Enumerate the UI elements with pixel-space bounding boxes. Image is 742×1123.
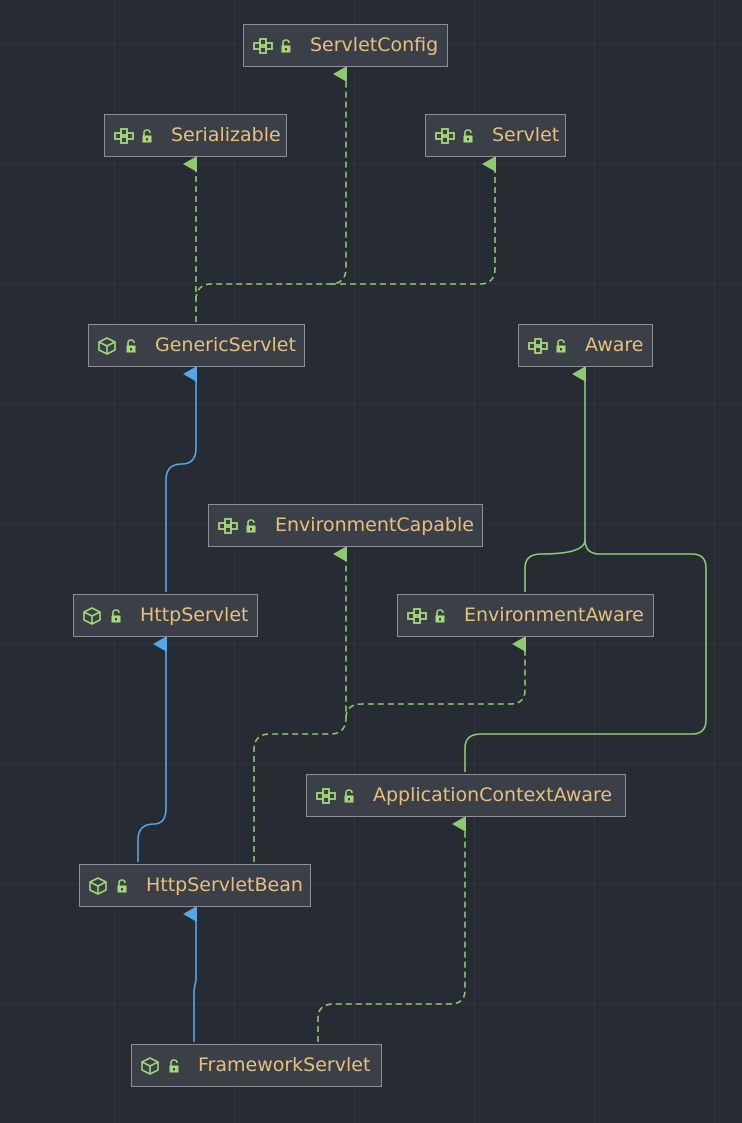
public-lock-icon	[435, 608, 445, 622]
edge-httpservletbean-httpservlet[interactable]	[137, 636, 167, 862]
class-icon	[89, 876, 107, 895]
edge-frameworkservlet-httpservletbean[interactable]	[183, 906, 197, 1042]
node-environmentcapable[interactable]: EnvironmentCapable	[208, 504, 483, 547]
edge-genericservlet-servlet[interactable]	[330, 156, 496, 285]
public-lock-icon	[344, 788, 354, 802]
node-aware[interactable]: Aware	[518, 324, 653, 367]
public-lock-icon	[281, 38, 291, 52]
public-lock-icon	[246, 518, 256, 532]
edge-genericservlet-servletconfig[interactable]	[195, 66, 347, 301]
node-label: GenericServlet	[155, 334, 296, 356]
node-label: EnvironmentCapable	[275, 514, 474, 536]
interface-icon	[407, 607, 427, 624]
edge-httpservletbean-environmentaware[interactable]	[345, 636, 526, 719]
edge-applicationcontextaware-aware[interactable]	[464, 539, 707, 772]
node-applicationcontextaware[interactable]: ApplicationContextAware	[306, 774, 626, 817]
node-label: HttpServlet	[140, 604, 249, 626]
node-environmentaware[interactable]: EnvironmentAware	[397, 594, 654, 637]
interface-icon	[528, 337, 548, 354]
interface-icon	[435, 127, 455, 144]
node-servletconfig[interactable]: ServletConfig	[243, 24, 448, 67]
node-label: ApplicationContextAware	[373, 784, 613, 806]
public-lock-icon	[142, 128, 152, 142]
node-label: EnvironmentAware	[464, 604, 644, 626]
edge-frameworkservlet-applicationcontextaware[interactable]	[317, 816, 466, 1042]
node-genericservlet[interactable]: GenericServlet	[88, 324, 305, 367]
node-httpservlet[interactable]: HttpServlet	[73, 594, 258, 637]
node-httpservletbean[interactable]: HttpServletBean	[79, 864, 311, 907]
edge-environmentaware-aware[interactable]	[524, 366, 586, 592]
node-label: Serializable	[171, 124, 281, 146]
node-label: Servlet	[492, 124, 560, 146]
class-icon	[141, 1056, 159, 1075]
interface-icon	[114, 127, 134, 144]
node-label: HttpServletBean	[146, 874, 303, 896]
class-icon	[98, 336, 116, 355]
node-servlet[interactable]: Servlet	[425, 114, 566, 157]
node-label: FrameworkServlet	[198, 1054, 371, 1076]
public-lock-icon	[463, 128, 473, 142]
node-serializable[interactable]: Serializable	[104, 114, 287, 157]
public-lock-icon	[126, 338, 136, 352]
node-label: Aware	[585, 334, 644, 356]
node-frameworkservlet[interactable]: FrameworkServlet	[131, 1044, 382, 1087]
public-lock-icon	[111, 608, 121, 622]
edge-httpservlet-genericservlet[interactable]	[165, 366, 197, 592]
interface-icon	[218, 517, 238, 534]
class-icon	[83, 606, 101, 625]
interface-icon	[253, 37, 273, 54]
public-lock-icon	[169, 1058, 179, 1072]
node-label: ServletConfig	[310, 34, 439, 56]
public-lock-icon	[117, 878, 127, 892]
public-lock-icon	[556, 338, 566, 352]
interface-icon	[316, 787, 336, 804]
